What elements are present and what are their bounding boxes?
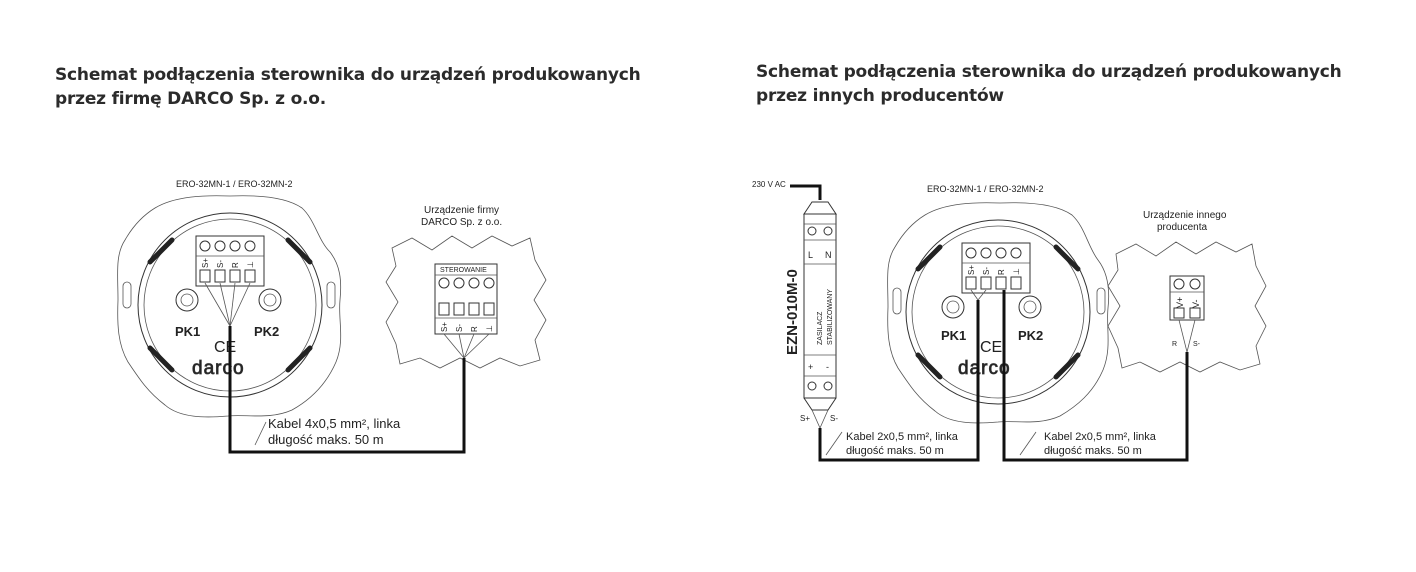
left-pk2-label: PK2	[254, 324, 279, 339]
left-term-1: S+	[201, 258, 210, 268]
right-psu-out-sminus: S-	[830, 414, 838, 423]
right-device-wire-r: R	[1172, 341, 1177, 348]
right-terminal-block	[961, 242, 1031, 294]
right-cable-2	[1002, 290, 1189, 462]
right-psu-body	[803, 213, 837, 399]
right-device-term-vminus: V-	[1191, 299, 1201, 308]
right-device-label-2: producenta	[1157, 222, 1207, 233]
left-brand-logo: darco	[192, 358, 245, 379]
right-device-label-1: Urządzenie innego	[1143, 210, 1227, 221]
title-left-line1: Schemat podłączenia sterownika do urządz…	[55, 65, 641, 85]
left-term-3: R	[231, 262, 240, 268]
left-term-2: S-	[216, 260, 225, 268]
right-device: Urządzenie innego producenta V+ V- R S-	[1107, 210, 1267, 373]
right-term-1: S+	[967, 265, 976, 275]
right-psu-model: EZN-010M-0	[784, 269, 801, 355]
left-device-term-4: ⊥	[485, 325, 494, 332]
title-left: Schemat podłączenia sterownika do urządz…	[55, 63, 641, 111]
left-controller: ERO-32MN-1 / ERO-32MN-2 S+ S- R ⊥	[117, 179, 342, 418]
right-mounting-plate	[887, 202, 1110, 424]
right-device-outline	[1107, 241, 1267, 373]
title-right-line1: Schemat podłączenia sterownika do urządz…	[756, 62, 1342, 82]
right-psu-term-l: L	[808, 250, 813, 260]
left-device-terminal-header: STEROWANIE	[440, 267, 487, 274]
left-pk2-knob	[258, 288, 282, 312]
left-device-terminal-block	[434, 263, 498, 335]
left-terminal-block	[195, 235, 265, 287]
right-psu: L N ZASILACZ STABILIZOWANY + - S+ S-	[800, 201, 838, 429]
right-controller-model: ERO-32MN-1 / ERO-32MN-2	[927, 184, 1044, 194]
left-cable-label-2: długość maks. 50 m	[268, 432, 384, 447]
left-controller-model: ERO-32MN-1 / ERO-32MN-2	[176, 179, 293, 189]
right-psu-term-minus: -	[826, 362, 829, 372]
left-term-4: ⊥	[246, 261, 255, 268]
right-cable-1	[818, 300, 980, 462]
right-pk2-label: PK2	[1018, 328, 1043, 343]
right-supply-wire	[790, 184, 822, 200]
right-brand-logo: darco	[958, 358, 1011, 379]
right-supply-label: 230 V AC	[752, 180, 786, 189]
right-psu-desc-1: ZASILACZ	[817, 311, 824, 345]
right-pk2-knob	[1018, 295, 1042, 319]
left-device-label-2: DARCO Sp. z o.o.	[421, 217, 502, 228]
right-psu-out-splus: S+	[800, 414, 810, 423]
left-clips	[147, 237, 313, 373]
left-slot-right	[326, 281, 336, 309]
left-pk1-label: PK1	[175, 324, 200, 339]
right-ce-mark: CE	[980, 339, 1002, 356]
title-left-line2: przez firmę DARCO Sp. z o.o.	[55, 89, 327, 109]
right-device-terminal-block	[1169, 275, 1205, 321]
left-device-term-1: S+	[440, 322, 449, 332]
left-device: Urządzenie firmy DARCO Sp. z o.o. STEROW…	[385, 205, 547, 369]
right-psu-term-n: N	[825, 250, 832, 260]
title-right-line2: przez innych producentów	[756, 86, 1004, 106]
right-device-term-vplus: V+	[1175, 297, 1185, 308]
right-term-2: S-	[982, 267, 991, 275]
right-cable1-label-2: długość maks. 50 m	[846, 445, 944, 457]
left-cable	[228, 326, 466, 454]
right-cable2-label-1: Kabel 2x0,5 mm², linka	[1044, 431, 1157, 443]
left-ce-mark: CE	[214, 339, 236, 356]
right-cable1-label-1: Kabel 2x0,5 mm², linka	[846, 431, 959, 443]
left-device-term-2: S-	[455, 324, 464, 332]
right-pk1-label: PK1	[941, 328, 966, 343]
right-psu-desc-2: STABILIZOWANY	[827, 289, 834, 345]
title-right: Schemat podłączenia sterownika do urządz…	[756, 60, 1342, 108]
right-pk1-knob	[941, 295, 965, 319]
left-device-term-3: R	[470, 326, 479, 332]
right-cable2-label-2: długość maks. 50 m	[1044, 445, 1142, 457]
right-controller-body	[905, 219, 1091, 405]
left-pk1-knob	[175, 288, 199, 312]
left-device-label-1: Urządzenie firmy	[424, 205, 499, 216]
right-device-wire-sminus: S-	[1193, 341, 1201, 348]
left-slot-left	[122, 281, 132, 309]
left-mounting-plate	[117, 195, 342, 418]
left-cable-label-1: Kabel 4x0,5 mm², linka	[268, 416, 401, 431]
right-controller: ERO-32MN-1 / ERO-32MN-2 S+ S- R ⊥ PK1 PK…	[887, 184, 1110, 424]
right-psu-term-plus: +	[808, 362, 813, 372]
right-term-3: R	[997, 269, 1006, 275]
right-term-4: ⊥	[1012, 268, 1021, 275]
left-device-outline	[385, 235, 547, 369]
